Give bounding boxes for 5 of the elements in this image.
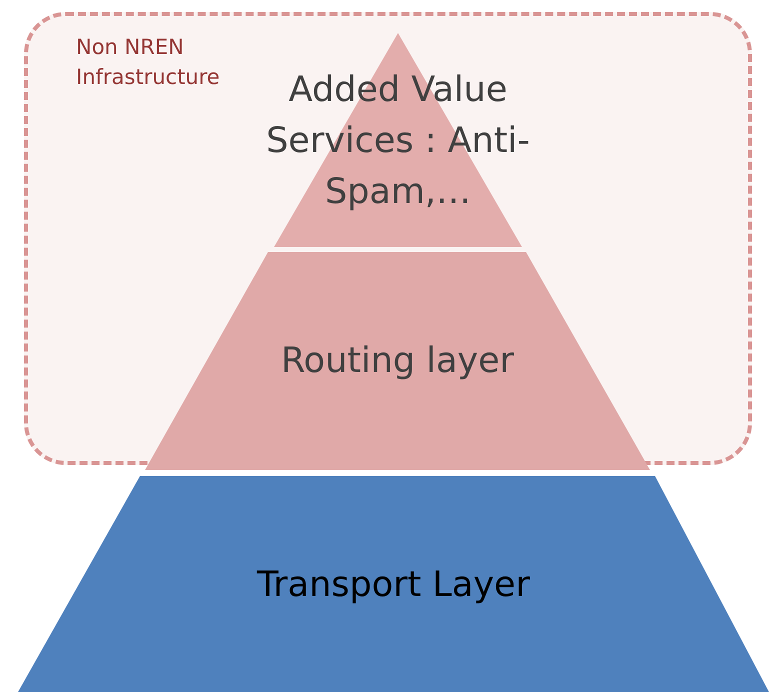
tier-label: Transport Layer: [256, 564, 531, 607]
region-label: Non NREN Infrastructure: [76, 34, 221, 92]
tier-label: Added Value Services : Anti-Spam,…: [265, 69, 531, 214]
tier-label: Routing layer: [280, 340, 516, 383]
pyramid-tier: [18, 476, 769, 692]
